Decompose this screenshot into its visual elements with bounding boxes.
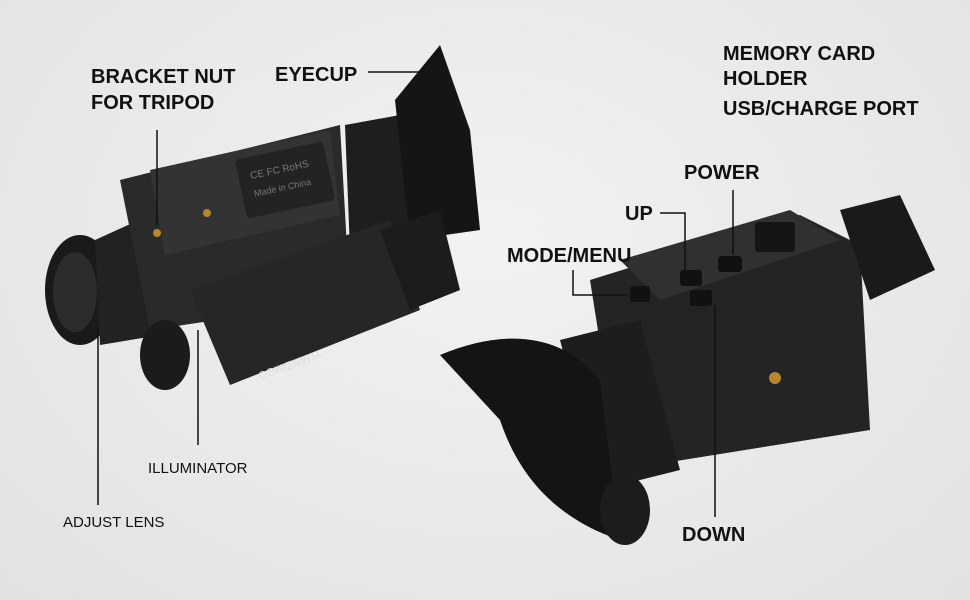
label-holder: HOLDER (723, 68, 808, 90)
down-button[interactable] (690, 290, 712, 306)
label-illuminator: ILLUMINATOR (148, 460, 248, 477)
memory-card-cover (755, 222, 795, 252)
label-mode-menu: MODE/MENU (507, 245, 632, 267)
mode-menu-button[interactable] (630, 286, 650, 302)
label-power: POWER (684, 162, 760, 184)
label-adjust-lens: ADJUST LENS (63, 514, 165, 531)
label-up: UP (625, 203, 653, 225)
up-button[interactable] (680, 270, 702, 286)
label-usb-port: USB/CHARGE PORT (723, 98, 919, 120)
label-bracket-nut: BRACKET NUT (91, 66, 236, 88)
power-button[interactable] (718, 256, 742, 272)
left-device: CE FC RoHS Made in China YUANZIMGO (45, 45, 480, 390)
right-device (440, 195, 935, 545)
label-eyecup: EYECUP (275, 64, 358, 86)
cert-label-panel (235, 142, 335, 218)
label-memory-card: MEMORY CARD (723, 43, 876, 65)
leader-lines (97, 49, 734, 517)
label-for-tripod: FOR TRIPOD (91, 92, 215, 114)
label-down: DOWN (682, 524, 746, 546)
